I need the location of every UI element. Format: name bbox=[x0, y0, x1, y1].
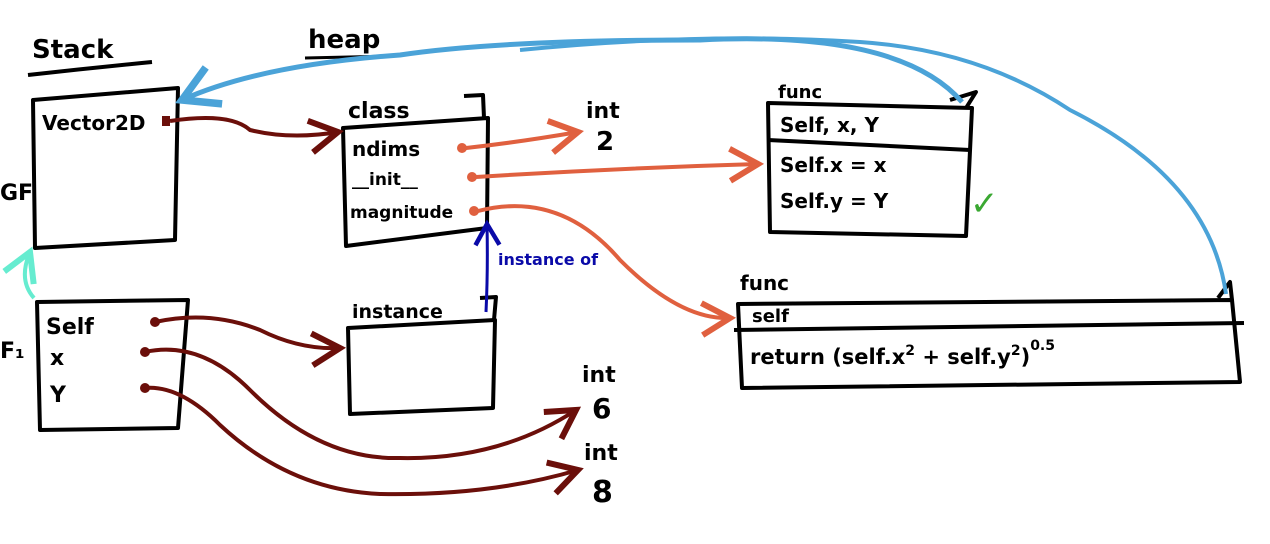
var-x: x bbox=[50, 346, 64, 371]
class-type-label: class bbox=[348, 99, 410, 124]
pointer-dot bbox=[467, 172, 477, 182]
pointer-dot bbox=[162, 116, 170, 126]
exponent: 2 bbox=[1011, 343, 1021, 359]
magnitude-parent-arrow bbox=[519, 36, 1228, 295]
check-icon: ✓ bbox=[970, 184, 999, 224]
int-2: int 2 bbox=[586, 99, 620, 157]
vector2d-to-class-arrow bbox=[169, 116, 344, 155]
body-part: ) bbox=[1021, 345, 1031, 369]
class-object: class ndims __init__ magnitude bbox=[341, 93, 490, 248]
int-value: 2 bbox=[596, 127, 614, 157]
heap-heading: heap bbox=[304, 25, 396, 60]
var-y: Y bbox=[49, 383, 67, 408]
exponent: 2 bbox=[905, 343, 915, 359]
class-parent-tab bbox=[463, 93, 486, 119]
int-value: 8 bbox=[592, 475, 613, 510]
func-params: Self, x, Y bbox=[780, 113, 879, 137]
func-type-label: func bbox=[778, 82, 822, 103]
frame-parent-arrow bbox=[2, 246, 37, 300]
global-frame: GF Vector2D bbox=[0, 86, 180, 250]
instance-of-text: instance of bbox=[498, 250, 599, 269]
int-type-label: int bbox=[586, 99, 620, 124]
attr-init: __init__ bbox=[352, 170, 418, 190]
body-part: return (self.x bbox=[750, 345, 906, 369]
stack-underline bbox=[27, 60, 153, 77]
attr-magnitude: magnitude bbox=[350, 203, 453, 223]
stack-heading: Stack bbox=[27, 35, 153, 77]
func-box bbox=[766, 101, 974, 238]
instance-parent-tab bbox=[479, 295, 498, 321]
func-params: self bbox=[752, 306, 789, 327]
x-to-int6-arrow bbox=[144, 347, 582, 461]
global-frame-box bbox=[31, 86, 180, 250]
magnitude-pointer-arrow bbox=[477, 204, 737, 338]
func-body: return (self.x2 + self.y2)0.5 bbox=[750, 338, 1055, 369]
f1-frame-box bbox=[35, 298, 190, 432]
func-type-label: func bbox=[740, 271, 789, 295]
instance-of-label: instance of bbox=[498, 250, 599, 269]
body-part: + self.y bbox=[915, 345, 1011, 369]
int-type-label: int bbox=[582, 363, 616, 388]
init-pointer-arrow bbox=[475, 146, 765, 184]
func-divider bbox=[733, 321, 1245, 332]
heap-label: heap bbox=[308, 25, 380, 55]
instance-object: instance bbox=[346, 295, 498, 416]
global-frame-label: GF bbox=[0, 181, 33, 206]
init-parent-arrow bbox=[175, 36, 964, 108]
func-parent-tab bbox=[1216, 280, 1234, 301]
int-type-label: int bbox=[584, 441, 618, 466]
pointer-dot bbox=[469, 206, 479, 216]
f1-frame-label: F₁ bbox=[0, 339, 25, 364]
attr-ndims: ndims bbox=[352, 137, 420, 161]
func-body-line: Self.x = x bbox=[780, 153, 887, 177]
var-self: Self bbox=[46, 315, 94, 340]
magnitude-function-object: func self return (self.x2 + self.y2)0.5 bbox=[733, 271, 1245, 390]
instance-of-link: instance of bbox=[473, 219, 599, 313]
instance-type-label: instance bbox=[352, 301, 443, 323]
self-to-instance-arrow bbox=[154, 315, 347, 368]
func-box bbox=[736, 298, 1242, 390]
func-divider bbox=[767, 138, 971, 152]
int-6: int 6 bbox=[582, 363, 616, 425]
instance-of-arrow bbox=[473, 219, 502, 313]
y-to-int8-arrow bbox=[144, 385, 584, 497]
func-body-line: Self.y = Y bbox=[780, 189, 889, 213]
init-function-object: func Self, x, Y Self.x = x Self.y = Y ✓ bbox=[766, 82, 999, 238]
instance-box bbox=[346, 318, 497, 416]
int-8: int 8 bbox=[584, 441, 618, 510]
ndims-to-int-arrow bbox=[465, 118, 584, 155]
int-value: 6 bbox=[592, 392, 611, 425]
exponent: 0.5 bbox=[1030, 338, 1055, 354]
pointer-dot bbox=[457, 143, 467, 153]
stack-label: Stack bbox=[32, 35, 114, 65]
var-vector2d: Vector2D bbox=[42, 111, 146, 135]
f1-frame: F₁ Self x Y bbox=[0, 298, 190, 432]
